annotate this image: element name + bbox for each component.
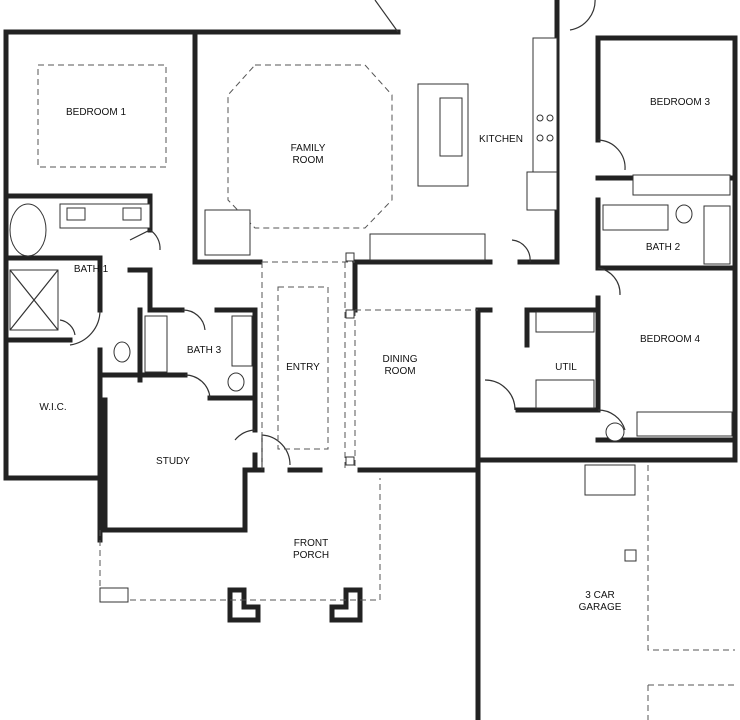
family-room-label: FAMILY ROOM (290, 143, 326, 166)
bedroom3-label: BEDROOM 3 (649, 97, 711, 108)
door-swings (59, 0, 626, 470)
bedroom4-label: BEDROOM 4 (639, 334, 701, 345)
front-porch-label: FRONT PORCH (292, 538, 330, 561)
bath1-label: BATH 1 (73, 264, 109, 275)
bedroom1-label: BEDROOM 1 (65, 107, 127, 118)
wic-label: W.I.C. (39, 402, 67, 413)
ceiling-lines (37, 64, 735, 720)
dining-room-label: DINING ROOM (382, 354, 418, 377)
study-label: STUDY (156, 456, 190, 467)
kitchen-label: KITCHEN (479, 134, 523, 145)
bath3-label: BATH 3 (186, 345, 222, 356)
util-label: UTIL (555, 362, 577, 373)
bath2-label: BATH 2 (645, 242, 681, 253)
fixtures (9, 37, 733, 603)
entry-label: ENTRY (286, 362, 320, 373)
garage-label: 3 CAR GARAGE (578, 590, 622, 613)
